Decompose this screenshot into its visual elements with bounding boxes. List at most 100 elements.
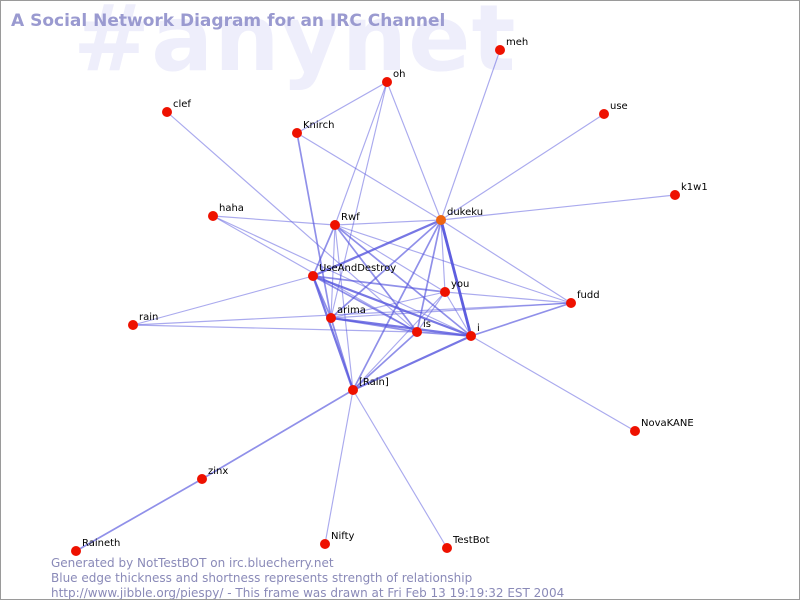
node-label: zinx [208, 466, 228, 477]
node-dot [442, 543, 452, 553]
edge-rwf-arima [330, 224, 336, 319]
edge-is-rain [352, 331, 418, 391]
node-dot [348, 385, 358, 395]
edge-oh-dukeku [386, 81, 442, 221]
node-dot [599, 109, 609, 119]
edge-useanddestroy-rain [132, 275, 314, 326]
edge-arima-i [329, 316, 473, 338]
node-label: dukeku [447, 207, 483, 218]
edge-i-rain [351, 334, 473, 392]
edge-rwf-you [334, 224, 446, 293]
node-label: oh [393, 69, 405, 80]
edge-knirch-arima [296, 132, 332, 319]
node-rwf: Rwf [330, 212, 360, 230]
node-dot [436, 215, 446, 225]
edge-you-rain [352, 291, 446, 391]
node-dot [197, 474, 207, 484]
edge-oh-knirch [296, 81, 388, 134]
edge-dukeku-i [439, 218, 473, 338]
node-label: haha [219, 203, 244, 214]
node-label: Rwf [341, 212, 360, 223]
node-use: use [599, 101, 628, 119]
node-testbot: TestBot [442, 535, 490, 553]
node-dot [466, 331, 476, 341]
node-label: UseAndDestroy [319, 263, 396, 274]
node-dot [326, 313, 336, 323]
node-dot [382, 77, 392, 87]
edge-dukeku-useanddestroy [311, 218, 443, 278]
node-dot [566, 298, 576, 308]
edge-knirch-dukeku [296, 132, 442, 221]
footer: Generated by NotTestBOT on irc.bluecherr… [51, 556, 565, 600]
footer-generated-by: Generated by NotTestBOT on irc.bluecherr… [51, 556, 334, 570]
diagram-title: A Social Network Diagram for an IRC Chan… [11, 11, 446, 31]
edge-rwf-useanddestroy [312, 224, 336, 277]
edge-you-i [444, 291, 472, 337]
channel-watermark: #anynet [73, 0, 517, 92]
node-raineth: Raineth [71, 538, 120, 556]
node-label: use [610, 101, 628, 112]
edge-dukeku-rain [352, 219, 442, 391]
node-dot [330, 220, 340, 230]
node-i: i [466, 323, 480, 341]
node-dot [670, 190, 680, 200]
node-label: TestBot [452, 535, 490, 546]
node-dot [208, 211, 218, 221]
edge-arima-rain [330, 317, 354, 391]
edge-dukeku-fudd [440, 219, 572, 304]
node-dot [71, 546, 81, 556]
edge-fudd-rain [132, 302, 572, 326]
node-dot [308, 271, 318, 281]
node-dot [162, 107, 172, 117]
node-novakane: NovaKANE [630, 418, 694, 436]
node-haha: haha [208, 203, 244, 221]
node-label: NovaKANE [641, 418, 694, 429]
edge-dukeku-you [440, 219, 446, 293]
edge-useanddestroy-i [311, 274, 473, 338]
node-dot [440, 287, 450, 297]
node-label: meh [506, 37, 528, 48]
edge-rain-is [132, 324, 418, 333]
node-label: Knirch [303, 120, 334, 131]
node-label: Raineth [82, 538, 120, 549]
edge-dukeku-arima [330, 219, 442, 319]
edge-dukeku-is [416, 219, 442, 333]
node-label: is [423, 319, 431, 330]
node-label: clef [173, 99, 191, 110]
edge-use-dukeku [440, 113, 605, 221]
node-clef: clef [162, 99, 191, 117]
footer-frame-info: http://www.jibble.org/piespy/ - This fra… [51, 586, 565, 600]
node-label: fudd [577, 290, 600, 301]
node-nifty: Nifty [320, 531, 355, 549]
edge-zinx-raineth [75, 478, 203, 552]
edge-rain-nifty [324, 389, 354, 545]
node-label: k1w1 [681, 182, 708, 193]
node-you: you [440, 279, 469, 297]
edge-rwf-i [334, 224, 472, 337]
node-dukeku: dukeku [436, 207, 483, 225]
node-is: is [412, 319, 431, 337]
node-rain: rain [128, 312, 158, 330]
node-dot [495, 45, 505, 55]
node-label: you [451, 279, 469, 290]
edge-is-i [416, 331, 472, 337]
edge-i-novakane [470, 335, 636, 432]
edge-fudd-i [470, 302, 572, 337]
edge-rain-zinx [201, 389, 354, 480]
node-knirch: Knirch [292, 120, 334, 138]
node-zinx: zinx [197, 466, 228, 484]
edge-useanddestroy-arima [312, 275, 332, 319]
edge-k1w1-dukeku [440, 194, 676, 221]
footer-legend-note: Blue edge thickness and shortness repres… [51, 571, 473, 585]
edge-useanddestroy-is [312, 275, 418, 333]
node-label: arima [337, 305, 366, 316]
node-label: rain [139, 312, 158, 323]
edge-you-fudd [444, 291, 572, 304]
edge-meh-dukeku [440, 49, 501, 221]
node-label: Nifty [331, 531, 355, 542]
node-oh: oh [382, 69, 405, 87]
edge-haha-rwf [212, 215, 336, 226]
